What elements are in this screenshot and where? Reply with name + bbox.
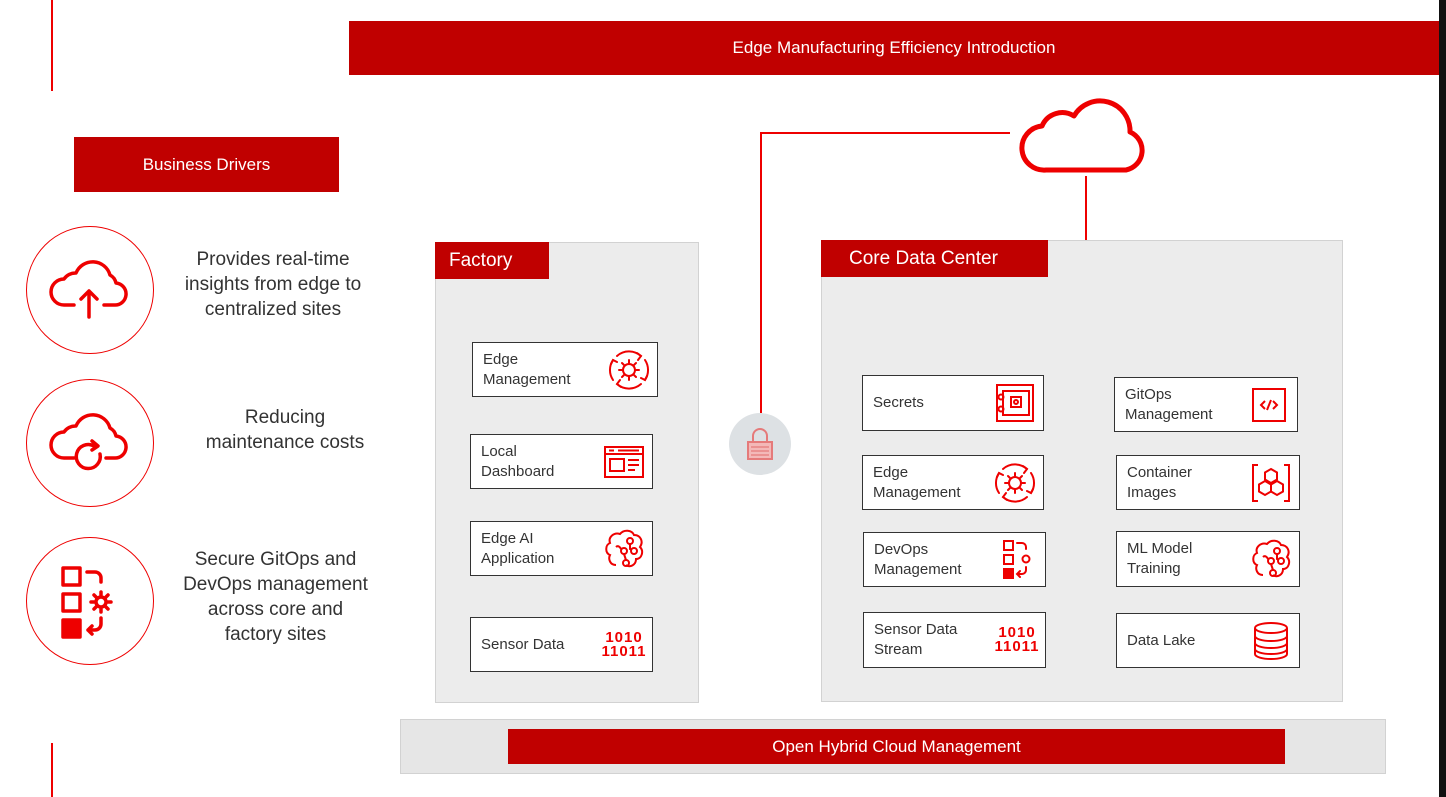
title-banner: Edge Manufacturing Efficiency Introducti…	[349, 21, 1439, 75]
core-card-data-lake[interactable]: Data Lake	[1116, 613, 1300, 668]
card-label: Edge Management	[873, 463, 961, 501]
card-label: Local Dashboard	[481, 442, 555, 480]
factory-card-edge-management[interactable]: Edge Management	[472, 342, 658, 397]
card-label: DevOps Management	[874, 540, 962, 578]
card-label: Sensor Data	[481, 635, 565, 653]
factory-card-edge-ai-application[interactable]: Edge AI Application	[470, 521, 653, 576]
brain-circuit-icon	[605, 529, 644, 567]
code-icon	[1252, 387, 1286, 422]
core-card-container-images[interactable]: Container Images	[1116, 455, 1300, 510]
card-label: Secrets	[873, 394, 924, 411]
driver-icon-circle-3	[26, 537, 154, 665]
connector-cloud-to-lock-vertical	[760, 132, 762, 413]
core-card-edge-management[interactable]: Edge Management	[862, 455, 1044, 510]
cloud-icon	[1019, 98, 1145, 173]
right-edge-border	[1439, 0, 1446, 797]
cloud-upload-icon	[49, 260, 128, 319]
core-data-center-tag: Core Data Center	[821, 240, 1048, 277]
hybrid-cloud-banner: Open Hybrid Cloud Management	[508, 729, 1285, 764]
lock-icon	[747, 428, 773, 460]
factory-label: Factory	[449, 249, 513, 271]
hybrid-cloud-label: Open Hybrid Cloud Management	[772, 736, 1021, 756]
card-label: Container Images	[1127, 463, 1193, 501]
connector-cloud-to-core	[1085, 176, 1087, 242]
driver-text-1: Provides real-time insights from edge to…	[184, 249, 362, 320]
left-accent-line-bottom	[51, 743, 53, 797]
business-drivers-heading: Business Drivers	[74, 137, 339, 192]
card-label: Edge AI Application	[481, 529, 555, 567]
driver-icon-circle-1	[26, 226, 154, 354]
core-card-ml-model-training[interactable]: ML Model Training	[1116, 531, 1300, 587]
core-card-secrets[interactable]: Secrets	[862, 375, 1044, 431]
core-data-center-label: Core Data Center	[849, 247, 998, 269]
driver-icon-circle-2	[26, 379, 154, 507]
card-label: Sensor Data Stream	[874, 621, 958, 658]
card-label: Data Lake	[1127, 631, 1196, 649]
factory-tag: Factory	[435, 242, 549, 279]
vault-icon	[996, 384, 1034, 422]
page-title: Edge Manufacturing Efficiency Introducti…	[732, 38, 1056, 57]
business-drivers-label: Business Drivers	[142, 154, 271, 174]
gear-cycle-icon	[608, 349, 650, 390]
core-card-gitops-management[interactable]: GitOps Management	[1114, 377, 1298, 432]
driver-text-3: Secure GitOps and DevOps management acro…	[183, 549, 368, 645]
database-icon	[1254, 621, 1288, 660]
card-label: Edge Management	[483, 350, 571, 388]
card-label: ML Model Training	[1127, 540, 1193, 577]
connector-cloud-to-lock-horizontal	[760, 132, 1010, 134]
devops-workflow-icon	[61, 566, 113, 639]
gear-cycle-icon	[994, 462, 1036, 503]
container-icon	[1252, 463, 1290, 502]
core-card-devops-management[interactable]: DevOps Management	[863, 532, 1046, 587]
devops-workflow-icon	[1003, 539, 1031, 579]
dashboard-icon	[604, 445, 644, 478]
driver-text-2: Reducing maintenance costs	[205, 407, 365, 453]
left-accent-line-top	[51, 0, 53, 91]
factory-card-local-dashboard[interactable]: Local Dashboard	[470, 434, 653, 489]
card-label: GitOps Management	[1125, 385, 1213, 423]
brain-circuit-icon	[1252, 539, 1291, 578]
lock-badge	[729, 413, 791, 475]
cloud-refresh-icon	[49, 413, 128, 471]
